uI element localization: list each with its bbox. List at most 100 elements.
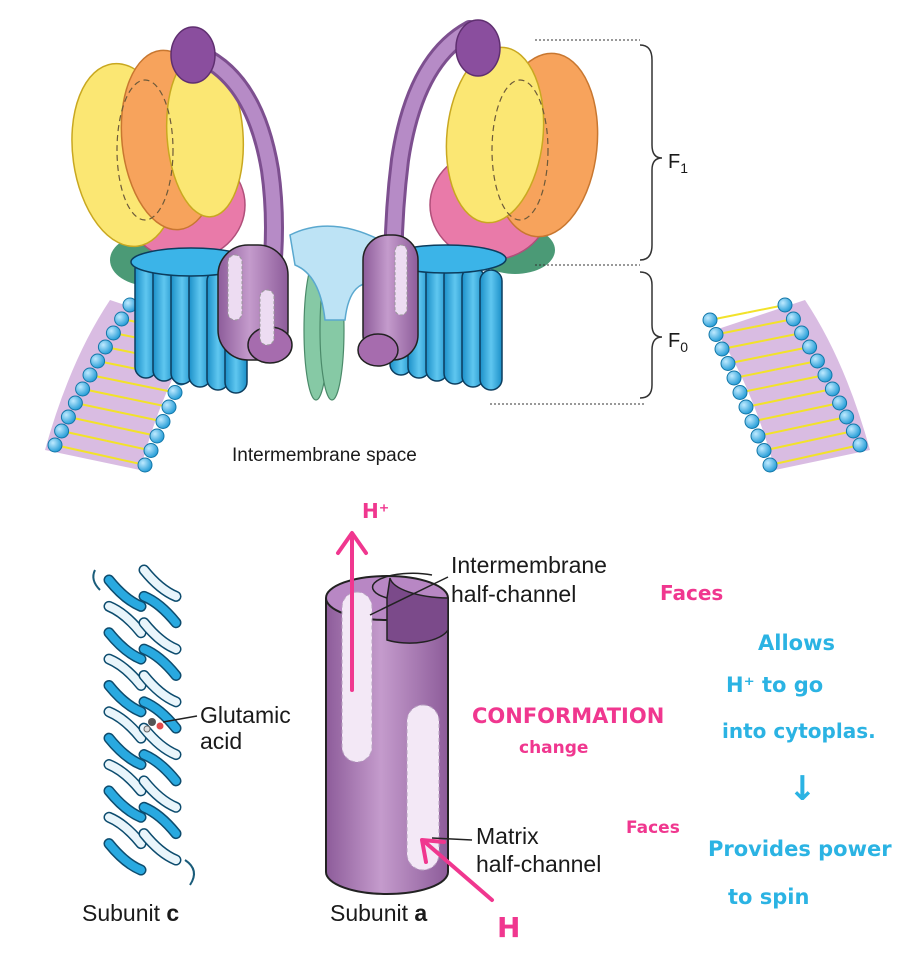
matrix-leader-line [431,837,473,841]
lipid-head [143,443,159,458]
lipid-tail [68,416,113,428]
helix-turn [140,618,180,654]
intermembrane-space-label: Intermembrane space [232,445,417,466]
lipid-tail [112,425,158,437]
lipid-head [114,311,130,327]
f1-label: F1 [668,151,688,176]
lipid-head [726,370,742,386]
f1-head-left [71,49,246,261]
helix-turn [105,839,145,874]
conformation-annotation-1: CONFORMATION [472,704,664,728]
h-up-arrow [424,841,494,902]
h-plus-top-annotation: H⁺ [362,499,389,523]
lipid-head [817,367,833,383]
lipid-tail [814,444,861,456]
matrix-label-2: half-channel [476,851,601,877]
provides-annotation-2: to spin [728,885,809,909]
f0-label: F0 [668,330,688,355]
lipid-heads-right [702,297,868,473]
lipid-head [82,367,98,383]
subunit-a-top-left [217,244,293,364]
subunit-a-label: Subunit a [330,900,427,926]
lipid-head [54,423,70,439]
subunit-a-notch [386,577,449,644]
f1-bracket [639,44,663,261]
subunit-a-figure: Intermembrane half-channel Matrix half-c… [325,552,607,926]
beta-right [445,46,545,224]
helix-turn [105,628,145,664]
lipid-head [90,353,106,369]
lipid-head [137,457,153,473]
lipid-head [824,381,840,397]
lipid-head [777,297,793,313]
lipid-tail [769,454,816,466]
helix-turn [105,760,145,795]
c-ring-left [130,247,252,394]
allows-annotation-1: Allows [758,631,835,655]
allows-annotation-3: into cytoplas. [722,719,876,743]
helix-turn [105,602,145,637]
membrane-right [702,297,870,473]
lipid-tail [61,430,107,442]
lipid-head [756,443,772,458]
subunit-c-figure: Glutamic acid Subunit c [82,564,291,926]
helix-turn [105,576,145,611]
allows-annotation-2: H⁺ to go [726,673,823,697]
down-arrow-annotation: ↓ [788,769,817,809]
helix-turn [140,829,180,864]
helix-turn [140,750,180,785]
lipid-head [714,341,730,357]
helix-turn [140,776,180,812]
lipid-head [732,385,748,400]
lipid-head [845,423,861,439]
lipid-head [750,428,766,444]
c-subunit-cylinder [479,269,503,391]
lipid-tail [106,439,152,452]
lipid-head [785,311,801,327]
lipid-head [67,395,83,411]
provides-annotation-1: Provides power [708,837,892,861]
lipid-tail [99,454,146,466]
matrix-half-channel [406,704,440,871]
lipid-tail [802,416,847,428]
lipid-tail [54,444,101,456]
lipid-head [155,414,171,429]
helix-turn [140,671,180,706]
helix-turn [140,645,180,680]
lipid-head [149,428,165,444]
lipid-head [75,381,91,397]
intermembrane-half-channel [341,591,373,763]
lipid-head [738,399,754,415]
lipid-head [839,409,855,425]
lipid-head [167,385,183,400]
helix-turn [140,697,180,733]
helix-turn [140,803,180,838]
helix-turn [105,681,145,716]
lipid-head [744,414,760,429]
helix-turn [140,592,180,627]
helix-turn [105,707,145,743]
handwritten-annotations: H⁺ H Faces Faces CONFORMATION change All… [336,499,892,944]
helix-turn [105,655,145,690]
glutamic-acid-residue [143,715,198,733]
lipid-head [720,356,736,371]
lipid-head [832,395,848,411]
lipid-head [809,353,825,369]
lipid-head [60,409,76,425]
helix-turn [105,813,145,848]
lipid-head [97,339,113,355]
subunit-a-top-right [357,234,419,367]
subunit-c-helix-1 [103,574,147,876]
intermembrane-label-2: half-channel [451,581,576,607]
lipid-tail [808,430,854,442]
lipid-head [852,437,868,453]
helix-turn [105,734,145,769]
delta-left [170,26,216,84]
lipid-head [47,437,63,453]
subunit-c-label: Subunit c [82,900,179,926]
f0-bracket [639,271,663,399]
lipid-head [794,325,810,341]
delta-right [455,19,501,77]
lipid-tail [763,439,809,452]
atp-synthase: F1 F0 Intermembrane space [45,19,870,473]
